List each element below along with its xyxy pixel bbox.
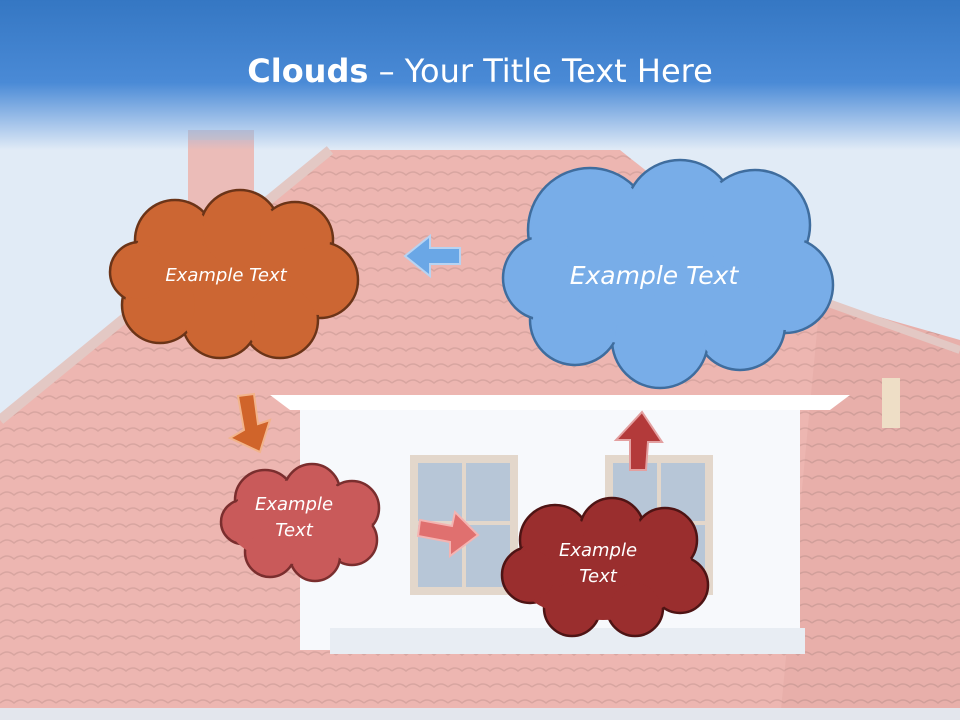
title-bold: Clouds [247, 52, 369, 90]
cloud-pink[interactable] [219, 462, 381, 583]
cloud-orange-text: Example Text [165, 265, 287, 286]
cloud-darkred-text-line1: Example [558, 540, 638, 561]
title-bar [0, 0, 960, 150]
cloud-pink-text-line2: Text [275, 520, 313, 542]
cloud-darkred[interactable] [500, 496, 710, 638]
cloud-darkred-text-line2: Text [579, 566, 617, 588]
arrow-down-orange [227, 392, 272, 454]
cloud-orange[interactable] [108, 188, 360, 360]
arrow-right-pink [416, 509, 480, 558]
cloud-blue-text: Example Text [569, 261, 739, 290]
cloud-pink-text-line1: Example [254, 494, 334, 515]
slide-title: Clouds – Your Title Text Here [0, 52, 960, 90]
arrow-up-red [613, 410, 664, 471]
arrow-left-blue [403, 233, 461, 279]
cloud-darkred-text: Example Text [540, 538, 656, 590]
cloud-pink-text: Example Text [238, 492, 350, 544]
title-dash: – [368, 52, 405, 90]
cloud-blue[interactable] [501, 158, 835, 390]
title-rest: Your Title Text Here [404, 52, 713, 90]
